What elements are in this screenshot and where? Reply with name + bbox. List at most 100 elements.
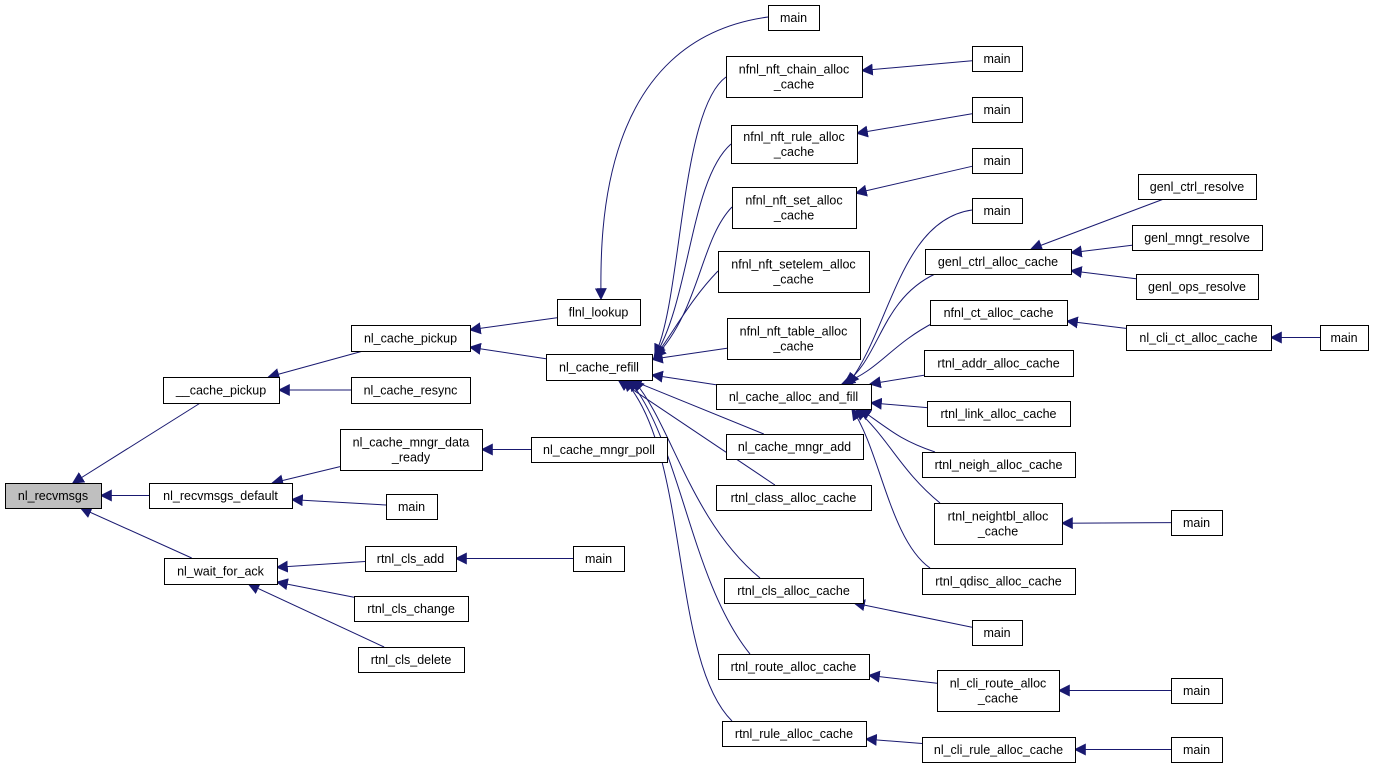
function-node[interactable]: main (386, 494, 438, 520)
node-box (972, 198, 1023, 224)
node-label: nfnl_nft_setelem_alloc (731, 258, 855, 272)
function-node[interactable]: rtnl_neightbl_alloc_cache (934, 503, 1063, 545)
call-edge (628, 379, 751, 655)
function-node[interactable]: nl_cli_route_alloc_cache (937, 670, 1060, 712)
function-node[interactable]: flnl_lookup (557, 299, 641, 326)
node-label: nl_wait_for_ack (177, 565, 265, 579)
node-box (531, 437, 668, 463)
function-node[interactable]: nfnl_nft_chain_alloc_cache (726, 56, 863, 98)
root-function-node[interactable]: nl_recvmsgs (5, 483, 102, 509)
function-node[interactable]: nl_cache_mngr_add (726, 434, 864, 460)
function-node[interactable]: genl_ctrl_alloc_cache (925, 249, 1072, 275)
function-node[interactable]: nl_cli_rule_alloc_cache (922, 737, 1076, 763)
function-node[interactable]: main (972, 46, 1023, 72)
function-node[interactable]: genl_ctrl_resolve (1138, 174, 1257, 200)
function-node[interactable]: nl_wait_for_ack (164, 558, 278, 585)
node-label: _cache (773, 145, 814, 159)
function-node[interactable]: main (573, 546, 625, 572)
call-edge (855, 408, 941, 504)
function-node[interactable]: main (972, 97, 1023, 123)
function-node[interactable]: nl_cache_pickup (351, 325, 471, 352)
node-label: nl_cache_refill (559, 361, 639, 375)
node-box (1138, 174, 1257, 200)
function-node[interactable]: rtnl_link_alloc_cache (927, 401, 1071, 427)
function-node[interactable]: rtnl_neigh_alloc_cache (922, 452, 1076, 478)
function-node[interactable]: main (1171, 510, 1223, 536)
node-label: main (1183, 684, 1210, 698)
call-edge (275, 578, 355, 598)
function-node[interactable]: nfnl_nft_rule_alloc_cache (731, 125, 858, 164)
function-node[interactable]: nfnl_nft_set_alloc_cache (732, 187, 857, 229)
node-label: main (983, 626, 1010, 640)
function-node[interactable]: nl_cache_refill (546, 354, 653, 381)
function-node[interactable]: main (1171, 678, 1223, 704)
call-edge (859, 408, 936, 453)
node-label: nl_recvmsgs (18, 489, 88, 503)
function-node[interactable]: rtnl_cls_alloc_cache (724, 578, 864, 604)
function-node[interactable]: nl_cli_ct_alloc_cache (1126, 325, 1272, 351)
call-edge (867, 670, 938, 684)
node-label: rtnl_cls_change (367, 602, 455, 616)
node-box (358, 647, 465, 673)
function-node[interactable]: main (1171, 737, 1223, 763)
call-edge (847, 209, 973, 385)
function-node[interactable]: nl_cache_mngr_poll (531, 437, 668, 463)
function-node[interactable]: main (972, 198, 1023, 224)
node-label: nl_cli_rule_alloc_cache (934, 743, 1063, 757)
call-edge (290, 494, 387, 507)
function-node[interactable]: rtnl_class_alloc_cache (716, 485, 872, 511)
node-label: genl_mngt_resolve (1144, 231, 1250, 245)
call-edge (267, 350, 364, 380)
node-label: rtnl_cls_delete (371, 653, 452, 667)
function-node[interactable]: genl_ops_resolve (1136, 274, 1259, 300)
function-node[interactable]: nfnl_ct_alloc_cache (930, 300, 1068, 326)
node-box (726, 434, 864, 460)
node-box (768, 5, 820, 31)
node-label: main (1183, 516, 1210, 530)
function-node[interactable]: nl_cache_alloc_and_fill (716, 384, 872, 410)
node-box (727, 318, 861, 360)
call-edge (1065, 316, 1127, 329)
function-node[interactable]: rtnl_addr_alloc_cache (924, 350, 1074, 377)
node-label: main (983, 154, 1010, 168)
node-label: _ready (391, 451, 431, 465)
function-node[interactable]: nfnl_nft_table_alloc_cache (727, 318, 861, 360)
node-label: genl_ctrl_resolve (1150, 180, 1245, 194)
node-label: main (780, 11, 807, 25)
call-edge (71, 402, 201, 484)
function-node[interactable]: rtnl_rule_alloc_cache (722, 721, 867, 747)
function-node[interactable]: rtnl_cls_change (354, 596, 469, 622)
node-label: _cache (772, 273, 813, 287)
function-node[interactable]: rtnl_route_alloc_cache (718, 654, 870, 680)
call-edge (632, 379, 761, 579)
node-label: rtnl_neigh_alloc_cache (935, 458, 1063, 472)
function-node[interactable]: main (972, 148, 1023, 174)
node-label: main (983, 52, 1010, 66)
function-node[interactable]: nl_cache_mngr_data_ready (340, 429, 483, 471)
node-label: main (398, 500, 425, 514)
function-node[interactable]: nfnl_nft_setelem_alloc_cache (718, 251, 870, 293)
function-node[interactable]: main (768, 5, 820, 31)
function-node[interactable]: rtnl_cls_add (365, 546, 457, 572)
function-node[interactable]: rtnl_qdisc_alloc_cache (922, 568, 1076, 595)
call-edge (275, 560, 366, 573)
function-node[interactable]: rtnl_cls_delete (358, 647, 465, 673)
node-box (930, 300, 1068, 326)
node-box (922, 568, 1076, 595)
node-box (557, 299, 641, 326)
function-node[interactable]: genl_mngt_resolve (1132, 225, 1263, 251)
node-label: nfnl_nft_rule_alloc (743, 130, 844, 144)
function-node[interactable]: __cache_pickup (163, 377, 280, 404)
function-node[interactable]: nl_recvmsgs_default (149, 483, 293, 509)
function-node[interactable]: main (972, 620, 1023, 646)
node-box (546, 354, 653, 381)
node-box (386, 494, 438, 520)
node-label: main (1183, 743, 1210, 757)
call-edge (868, 374, 925, 389)
node-box (731, 125, 858, 164)
function-node[interactable]: nl_cache_resync (351, 377, 471, 404)
function-node[interactable]: main (1320, 325, 1369, 351)
call-edges (71, 16, 1320, 756)
node-box (724, 578, 864, 604)
call-edge (854, 165, 973, 197)
